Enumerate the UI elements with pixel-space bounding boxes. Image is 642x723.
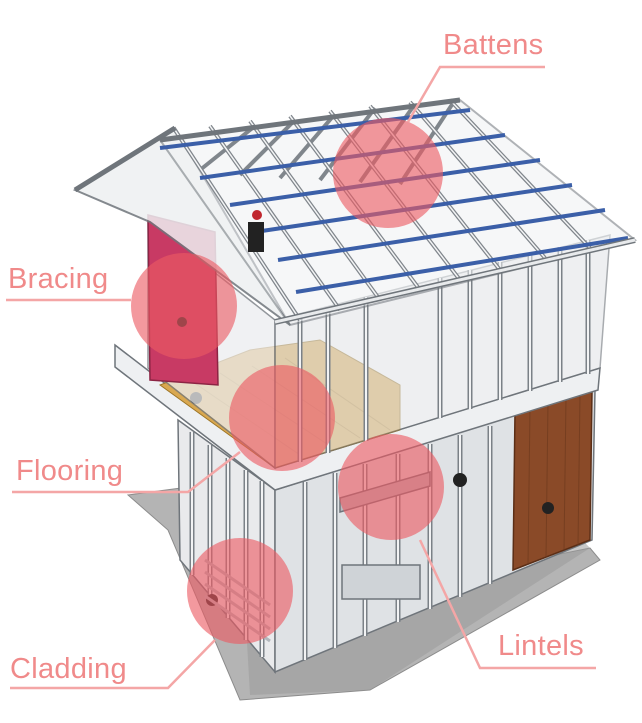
leader-battens [406,65,545,123]
window-opening [341,564,421,600]
worker-ground [453,473,467,487]
leader-cladding [10,639,216,690]
roof-ridge [159,97,461,143]
highlight-flooring [229,365,335,471]
bracing-label: Bracing [8,263,109,295]
lintels-label: Lintels [498,630,584,662]
highlight-battens [333,118,443,228]
flooring-label: Flooring [16,455,124,487]
roof-barge [73,125,177,193]
leader-lintels [418,539,596,670]
leader-lines [6,65,596,690]
timber-cladding-grain [527,394,581,565]
roof-eave-light [274,238,636,324]
highlight-bracing [131,253,237,359]
highlight-lintels [338,434,444,540]
leader-flooring [12,451,241,494]
highlight-cladding [187,538,293,644]
cladding-label: Cladding [10,653,127,685]
battens-label: Battens [443,29,544,61]
worker-right [542,502,554,514]
worker-roof [248,210,264,252]
